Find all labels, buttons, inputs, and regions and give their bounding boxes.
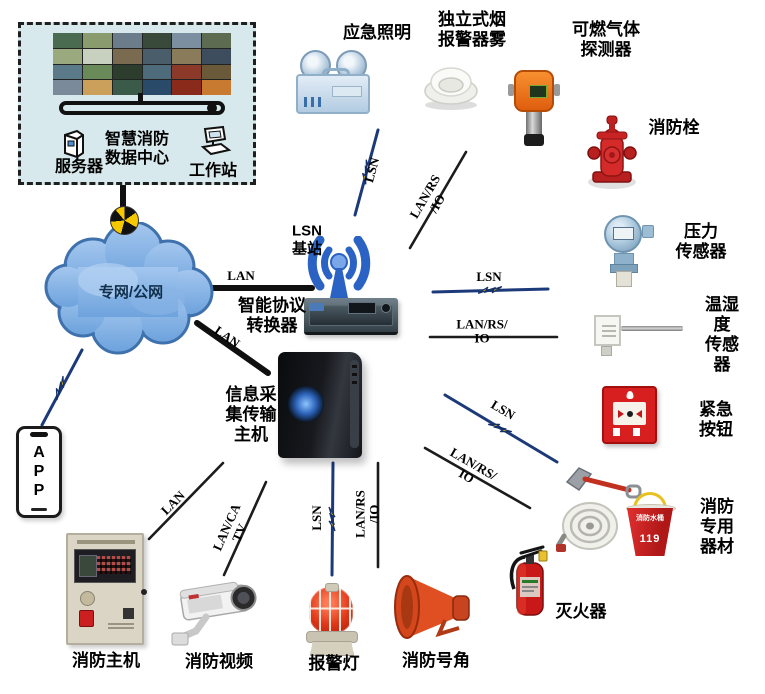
phone-homebar	[31, 508, 47, 511]
smoke-detector-device	[424, 67, 478, 110]
lightning-bolt-icon	[477, 286, 503, 294]
bus-endpoint-dot	[207, 103, 217, 113]
data-center-box	[18, 22, 256, 185]
smoke-detector-label: 独立式烟 报警器雾	[438, 9, 506, 49]
emergency-button-device	[602, 386, 657, 444]
antenna-icon	[307, 236, 371, 298]
video-wall	[53, 33, 231, 95]
server-icon	[64, 129, 84, 159]
alarm-light-label: 报警灯	[308, 653, 360, 673]
pressure-sensor-device	[600, 213, 654, 289]
lightning-bolt-icon	[488, 423, 512, 433]
bucket-text: 消防水桶	[636, 515, 664, 522]
gas-detector-device	[508, 70, 560, 148]
bucket-number: 119	[639, 533, 661, 546]
conn-label-tower-alarm: LSN	[309, 505, 325, 531]
emergency-light-label: 应急照明	[343, 22, 411, 42]
fire-video-camera	[171, 581, 257, 646]
temp-humidity-device	[592, 313, 688, 357]
shovel-icon	[565, 467, 642, 499]
hose-reel-icon	[556, 502, 618, 552]
extinguisher-device	[509, 545, 548, 616]
protocol-converter-device	[304, 298, 398, 335]
gas-detector-label: 可燃气体 探测器	[572, 19, 640, 59]
server-label: 服务器	[54, 158, 104, 176]
conn-label-tower-horn: LAN/RS /IO	[352, 490, 381, 538]
fire-video-label: 消防视频	[185, 651, 253, 671]
extinguisher-label: 灭火器	[555, 601, 607, 621]
data-center-label: 智慧消防 数据中心	[104, 131, 170, 167]
fire-equipment-label: 消防专用 器材	[700, 496, 734, 557]
lightning-bolt-icon	[328, 506, 336, 532]
phone-notch	[30, 432, 48, 437]
converter-label: 智能协议 转换器	[238, 295, 306, 335]
workstation-icon	[200, 125, 232, 156]
collection-host-device	[278, 352, 362, 458]
fire-horn-label: 消防号角	[402, 650, 470, 670]
temp-humidity-label: 温湿度 传感器	[705, 294, 739, 375]
app-label: A P P	[33, 444, 45, 500]
emergency-button-label: 紧急按钮	[699, 399, 733, 439]
lsn-station-label: LSN 基站	[291, 222, 323, 257]
workstation-label: 工作站	[188, 162, 238, 180]
app-phone: A P P	[16, 426, 62, 518]
emergency-light-device	[292, 46, 374, 116]
fire-horn-device	[394, 575, 470, 639]
lightning-bolt-icon	[55, 375, 65, 401]
fire-bucket-icon: 消防水桶 119	[624, 492, 676, 560]
conn-label-station-pressure: LSN	[476, 269, 502, 285]
bus-connector	[138, 93, 143, 103]
satellite-icon	[110, 206, 139, 235]
hydrant-device	[587, 115, 637, 189]
fire-host-label: 消防主机	[72, 650, 140, 670]
lightning-bolt-icon	[362, 159, 370, 185]
tower-label: 信息采 集传输 主机	[225, 384, 277, 445]
hydrant-label: 消防栓	[648, 117, 700, 137]
conn-label-station-temp: LAN/RS/ IO	[456, 316, 508, 345]
pressure-sensor-label: 压力 传感器	[675, 221, 727, 261]
network-bus	[59, 101, 225, 115]
alarm-light-device	[302, 583, 360, 657]
cloud-label: 专网/公网	[98, 284, 164, 302]
cloud-network	[44, 222, 214, 355]
conn-label-cloud-converter: LAN	[227, 268, 255, 284]
fire-host-device	[66, 533, 147, 645]
